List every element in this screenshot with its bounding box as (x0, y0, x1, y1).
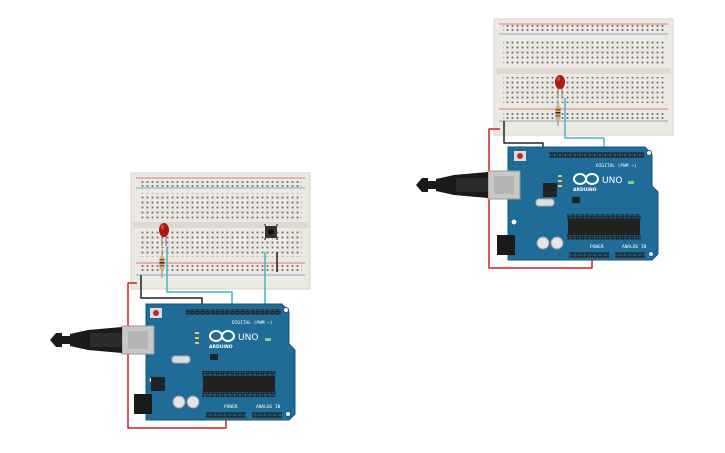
right-power-jack[interactable] (497, 235, 515, 255)
left-atmega-chip (203, 376, 275, 392)
left-breadboard[interactable] (130, 172, 311, 290)
right-analog-label: ANALOG IN (622, 244, 647, 250)
right-led[interactable] (555, 75, 565, 98)
right-digital-label: DIGITAL (PWM ~) (596, 163, 637, 169)
right-arduino-uno[interactable]: DIGITAL (PWM ~) ARDUINO UNO POWER A (416, 146, 659, 261)
right-power-label: POWER (590, 244, 604, 250)
left-power-label: POWER (224, 404, 238, 410)
right-brand-label: ARDUINO (573, 187, 597, 193)
left-brand-label: ARDUINO (209, 344, 233, 350)
left-analog-label: ANALOG IN (256, 404, 281, 410)
right-model-label: UNO (602, 176, 622, 186)
right-arduino-logo: ARDUINO UNO (573, 173, 622, 193)
right-breadboard[interactable] (493, 18, 674, 136)
right-usb-connector[interactable] (416, 170, 521, 200)
left-led[interactable] (159, 223, 169, 246)
left-digital-label: DIGITAL (PWM ~) (232, 320, 273, 326)
right-wire-red-5v[interactable] (488, 128, 593, 269)
left-arduino-uno[interactable]: DIGITAL (PWM ~) ARDUINO UNO (50, 303, 296, 421)
left-resistor[interactable] (159, 250, 165, 278)
right-resistor[interactable] (555, 100, 561, 126)
right-circuit[interactable]: DIGITAL (PWM ~) ARDUINO UNO POWER A (416, 18, 674, 269)
left-model-label: UNO (238, 333, 258, 343)
left-power-jack[interactable] (134, 394, 152, 414)
left-pushbutton[interactable] (264, 224, 278, 240)
right-wire-cyan-led[interactable] (564, 98, 605, 154)
left-arduino-logo: ARDUINO UNO (209, 330, 258, 350)
left-usb-connector[interactable] (50, 325, 155, 355)
left-wire-cyan-led[interactable] (166, 248, 233, 314)
left-wire-red-5v[interactable] (127, 282, 227, 429)
right-atmega-chip (568, 219, 640, 235)
left-circuit[interactable]: DIGITAL (PWM ~) ARDUINO UNO (50, 172, 311, 429)
